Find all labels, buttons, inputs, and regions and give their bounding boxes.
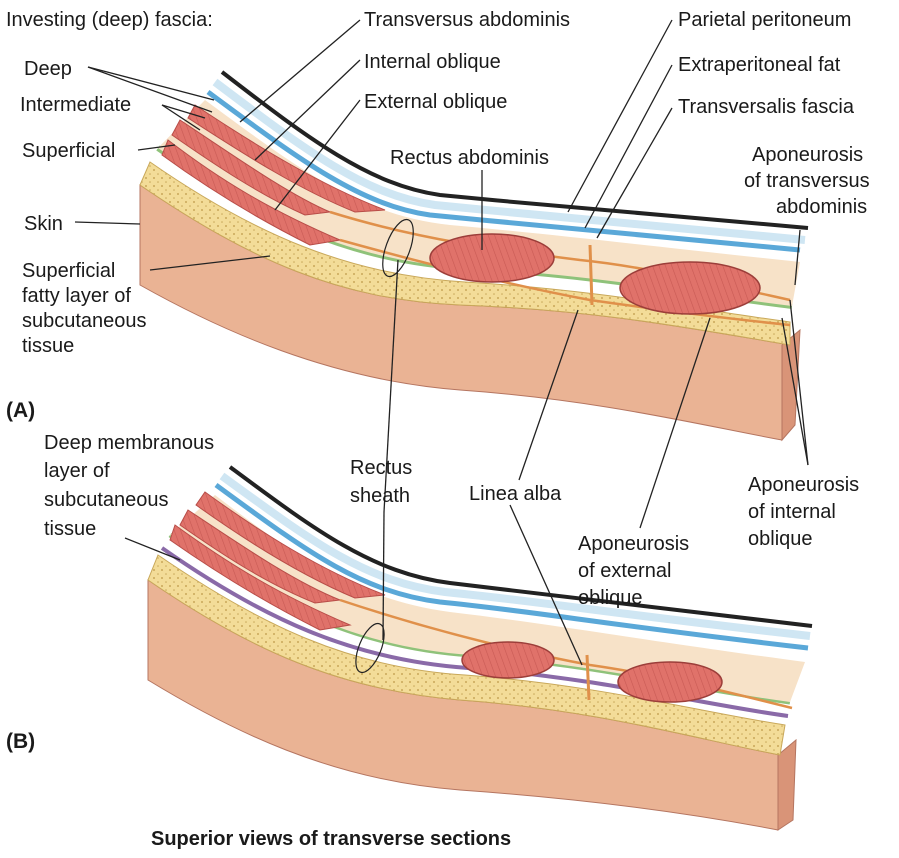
- label-aponeurosis-external-line3: oblique: [578, 587, 643, 609]
- label-investing-fascia: Investing (deep) fascia:: [6, 9, 213, 31]
- rectus-abdominis-left-b: [462, 642, 554, 678]
- label-superficial-fatty-line2: fatty layer of: [22, 285, 131, 307]
- label-transversalis-fascia: Transversalis fascia: [678, 96, 855, 118]
- rectus-abdominis-right-a: [620, 262, 760, 314]
- label-aponeurosis-transversus-line2: of transversus: [744, 170, 870, 192]
- label-extraperitoneal-fat: Extraperitoneal fat: [678, 54, 841, 76]
- label-deep-membranous-line4: tissue: [44, 518, 96, 540]
- label-aponeurosis-transversus-line1: Aponeurosis: [752, 144, 863, 166]
- label-rectus-sheath: Rectus sheath: [350, 457, 418, 507]
- label-aponeurosis-external: Aponeurosis of external oblique: [578, 533, 695, 609]
- label-superficial-fatty-line3: subcutaneous: [22, 310, 147, 332]
- label-rectus-sheath-line2: sheath: [350, 485, 410, 507]
- label-skin: Skin: [24, 213, 63, 235]
- label-deep-membranous-line3: subcutaneous: [44, 489, 169, 511]
- linea-alba-a: [590, 245, 592, 305]
- panel-label-b: (B): [6, 730, 35, 753]
- label-parietal-peritoneum: Parietal peritoneum: [678, 9, 851, 31]
- skin-side-a: [782, 330, 800, 440]
- label-superficial-fatty: Superficial fatty layer of subcutaneous …: [22, 260, 152, 357]
- label-deep-membranous-line1: Deep membranous: [44, 432, 214, 454]
- panel-b-section: [148, 467, 812, 830]
- label-aponeurosis-internal: Aponeurosis of internal oblique: [748, 474, 865, 550]
- label-superficial: Superficial: [22, 140, 115, 162]
- figure-caption: Superior views of transverse sections: [151, 828, 511, 850]
- label-aponeurosis-transversus: Aponeurosis of transversus abdominis: [744, 144, 875, 218]
- label-external-oblique: External oblique: [364, 91, 507, 113]
- rectus-abdominis-left-a: [430, 234, 554, 282]
- label-linea-alba: Linea alba: [469, 483, 562, 505]
- label-deep: Deep: [24, 58, 72, 80]
- panel-a-section: [140, 72, 808, 440]
- rectus-abdominis-right-b: [618, 662, 722, 702]
- label-superficial-fatty-line4: tissue: [22, 335, 74, 357]
- label-aponeurosis-internal-line2: of internal: [748, 501, 836, 523]
- panel-label-a: (A): [6, 399, 35, 422]
- linea-alba-b: [587, 655, 589, 700]
- label-aponeurosis-transversus-line3: abdominis: [776, 196, 867, 218]
- label-aponeurosis-internal-line1: Aponeurosis: [748, 474, 859, 496]
- label-deep-membranous-line2: layer of: [44, 460, 110, 482]
- label-rectus-sheath-line1: Rectus: [350, 457, 412, 479]
- label-transversus-abdominis: Transversus abdominis: [364, 9, 570, 31]
- label-aponeurosis-external-line1: Aponeurosis: [578, 533, 689, 555]
- label-rectus-abdominis: Rectus abdominis: [390, 147, 549, 169]
- label-aponeurosis-internal-line3: oblique: [748, 528, 813, 550]
- label-superficial-fatty-line1: Superficial: [22, 260, 115, 282]
- label-aponeurosis-external-line2: of external: [578, 560, 671, 582]
- label-internal-oblique: Internal oblique: [364, 51, 501, 73]
- label-intermediate: Intermediate: [20, 94, 131, 116]
